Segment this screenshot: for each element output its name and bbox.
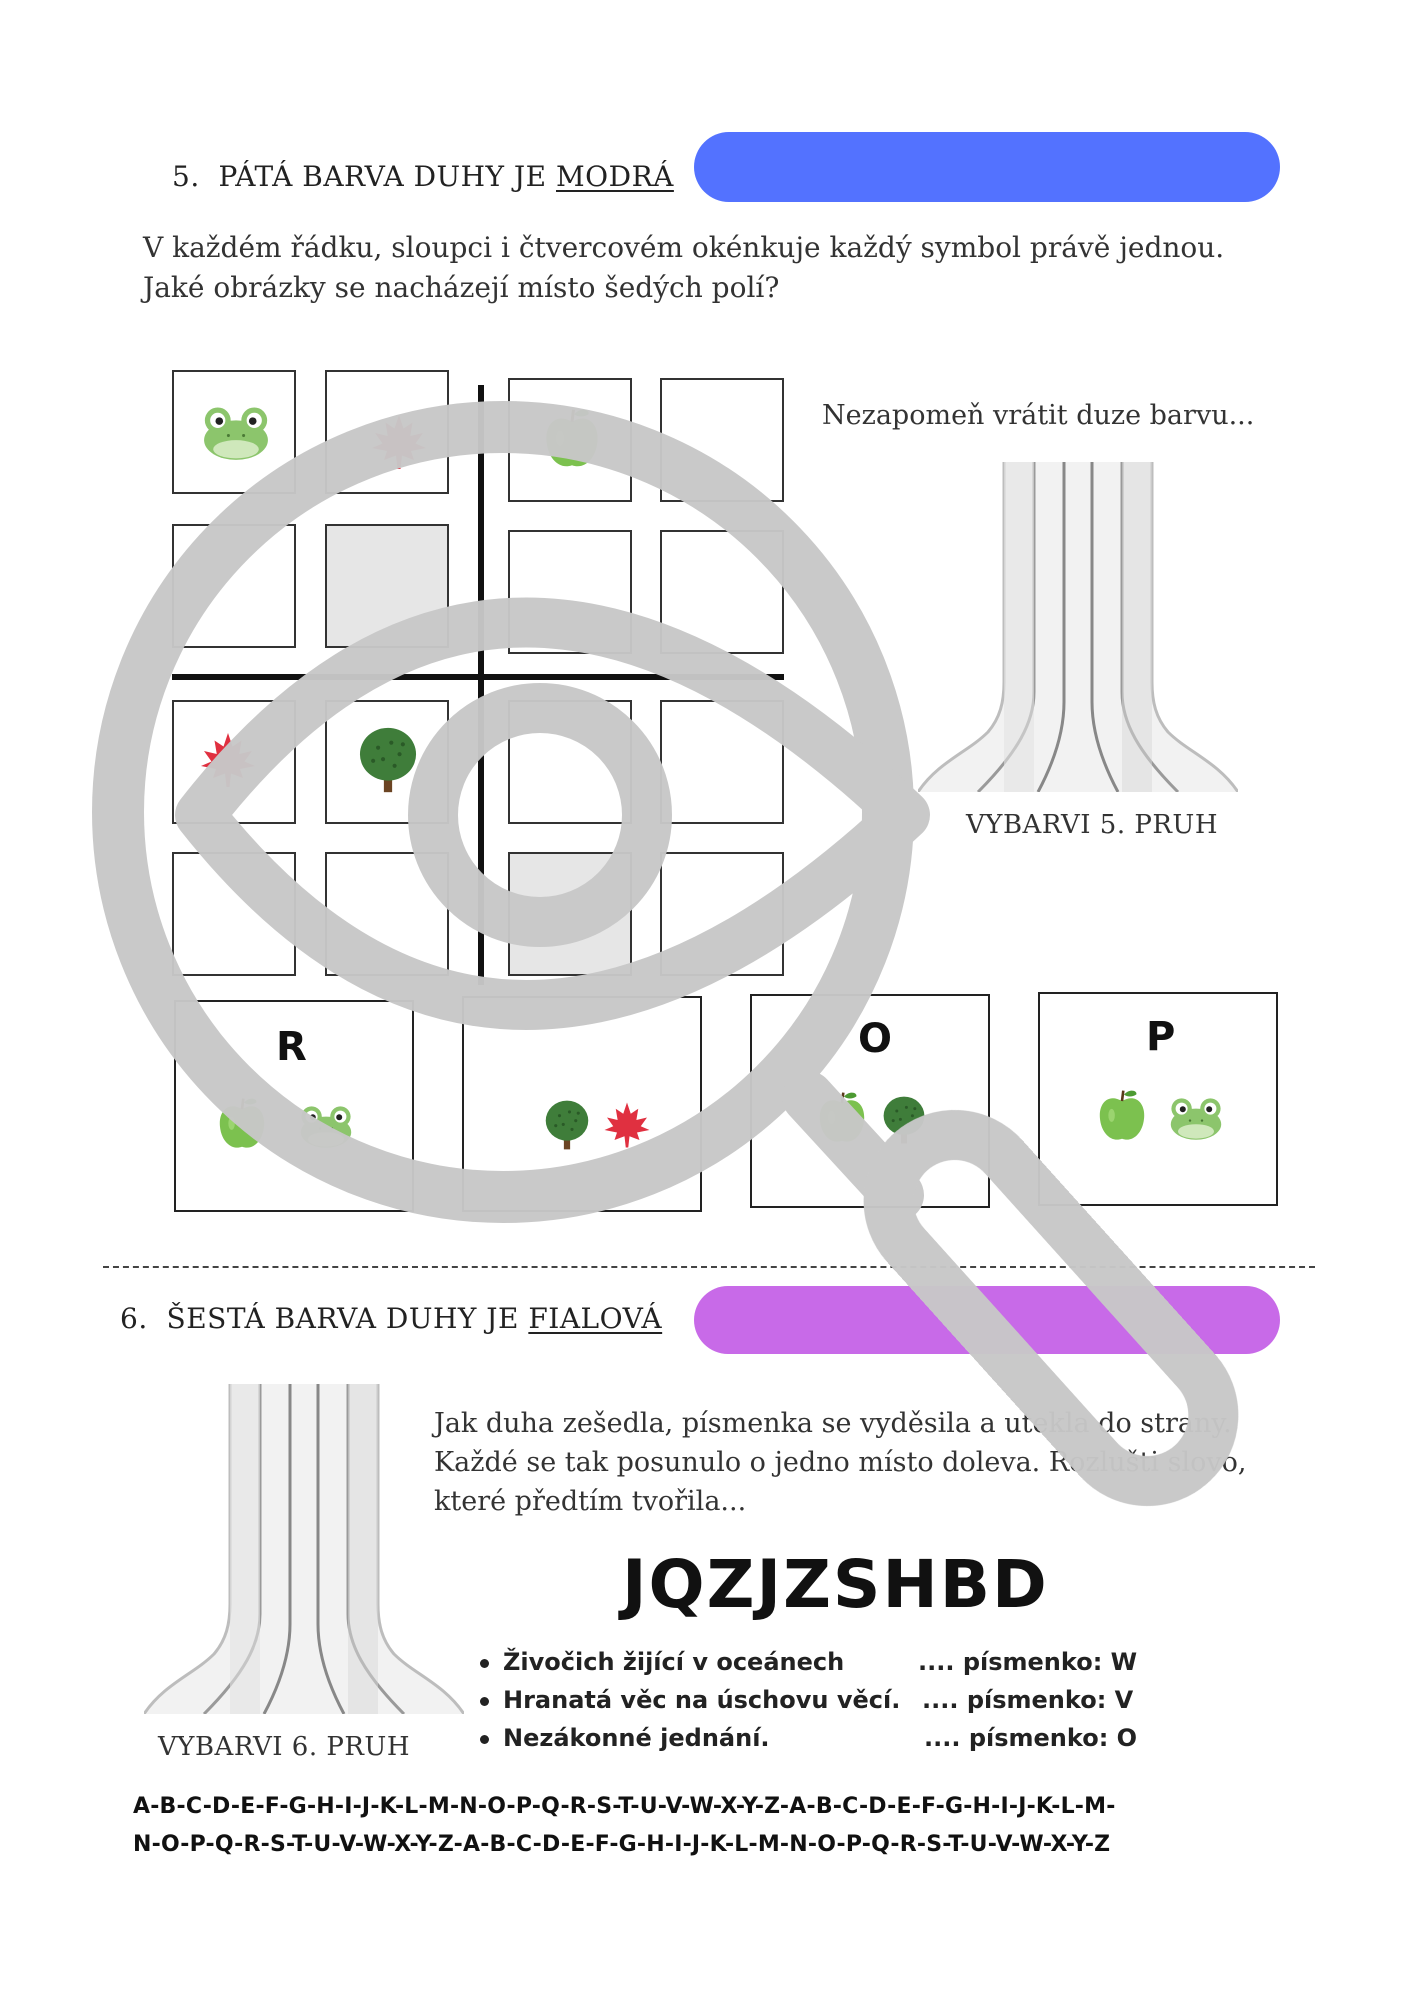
section-6-title: 6. ŠESTÁ BARVA DUHY JE FIALOVÁ	[120, 1302, 662, 1335]
grid-cell-3-3	[508, 700, 632, 824]
answer-option-r[interactable]: R	[174, 1000, 414, 1212]
alphabet-line-2: N-O-P-Q-R-S-T-U-V-W-X-Y-Z-A-B-C-D-E-F-G-…	[133, 1832, 1111, 1857]
grid-divider-horizontal	[172, 674, 784, 680]
grid-cell-4-2	[325, 852, 449, 976]
story-line-2: Každé se tak posunulo o jedno místo dole…	[434, 1447, 1247, 1478]
grid-cell-1-1	[172, 370, 296, 494]
grid-cell-4-4	[660, 852, 784, 976]
apple-icon	[216, 1094, 268, 1154]
clue-hint: .... písmenko: W	[918, 1648, 1138, 1676]
grid-cell-2-1	[172, 524, 296, 648]
frog-icon	[198, 400, 274, 462]
leaf-icon	[198, 730, 258, 790]
clue-hint: .... písmenko: V	[922, 1686, 1134, 1714]
bullet-icon	[480, 1658, 489, 1668]
bullet-icon	[480, 1696, 489, 1706]
apple-icon	[542, 404, 602, 474]
grid-cell-3-2	[325, 700, 449, 824]
tree-icon	[880, 1092, 928, 1148]
alphabet-line-1: A-B-C-D-E-F-G-H-I-J-K-L-M-N-O-P-Q-R-S-T-…	[133, 1794, 1116, 1819]
leaf-icon	[369, 412, 429, 472]
option-letter: R	[276, 1024, 307, 1070]
rainbow-5-caption: VYBARVI 5. PRUH	[966, 810, 1219, 840]
grid-cell-4-3-empty-gray	[508, 852, 632, 976]
section-6-color-word: FIALOVÁ	[528, 1302, 663, 1335]
clue-item: Hranatá věc na úschovu věcí. .... písmen…	[480, 1686, 1240, 1714]
grid-cell-2-3	[508, 530, 632, 654]
bullet-icon	[480, 1734, 489, 1744]
leaf-icon	[602, 1100, 652, 1150]
grid-cell-3-1	[172, 700, 296, 824]
frog-icon	[296, 1100, 356, 1150]
answer-option-p[interactable]: P	[1038, 992, 1278, 1206]
clue-item: Živočich žijící v oceánech .... písmenko…	[480, 1648, 1240, 1676]
section-6-number: 6.	[120, 1302, 148, 1335]
section-5-color-word: MODRÁ	[556, 160, 674, 193]
clue-hint: .... písmenko: O	[924, 1724, 1138, 1752]
option-letter: P	[1146, 1014, 1176, 1060]
section-6-title-prefix: ŠESTÁ BARVA DUHY JE	[166, 1302, 519, 1335]
section-5-instruction-line-1: V každém řádku, sloupci i čtvercovém oké…	[143, 231, 1225, 264]
grid-cell-2-4	[660, 530, 784, 654]
section-5-title: 5. PÁTÁ BARVA DUHY JE MODRÁ	[172, 160, 674, 193]
grid-cell-1-4	[660, 378, 784, 502]
purple-color-bar	[694, 1286, 1280, 1354]
reminder-text: Nezapomeň vrátit duze barvu...	[822, 400, 1255, 431]
answer-option-o[interactable]: O	[750, 994, 990, 1208]
section-5-title-prefix: PÁTÁ BARVA DUHY JE	[218, 160, 547, 193]
apple-icon	[816, 1088, 868, 1148]
section-5-instruction-line-2: Jaké obrázky se nacházejí místo šedých p…	[143, 271, 780, 304]
uncolored-rainbow-6-image	[144, 1384, 464, 1714]
grid-cell-4-1	[172, 852, 296, 976]
rainbow-6-caption: VYBARVI 6. PRUH	[158, 1732, 411, 1762]
apple-icon	[1096, 1086, 1148, 1146]
blue-color-bar	[694, 132, 1280, 202]
option-letter: O	[858, 1016, 893, 1062]
story-line-3: které předtím tvořila...	[434, 1486, 747, 1517]
grid-cell-3-4	[660, 700, 784, 824]
frog-icon	[1166, 1092, 1226, 1142]
grid-cell-1-3	[508, 378, 632, 502]
uncolored-rainbow-5-image	[918, 462, 1238, 792]
grid-cell-1-2	[325, 370, 449, 494]
grid-divider-vertical	[478, 385, 484, 985]
grid-cell-2-2-empty-gray	[325, 524, 449, 648]
cipher-code: JQZJZSHBD	[622, 1546, 1049, 1623]
story-line-1: Jak duha zešedla, písmenka se vyděsila a…	[434, 1408, 1232, 1439]
tree-icon	[355, 722, 421, 798]
section-5-number: 5.	[172, 160, 200, 193]
tree-icon	[542, 1096, 592, 1154]
section-separator	[103, 1266, 1315, 1268]
answer-option-2[interactable]	[462, 996, 702, 1212]
clue-item: Nezákonné jednání. .... písmenko: O	[480, 1724, 1240, 1752]
